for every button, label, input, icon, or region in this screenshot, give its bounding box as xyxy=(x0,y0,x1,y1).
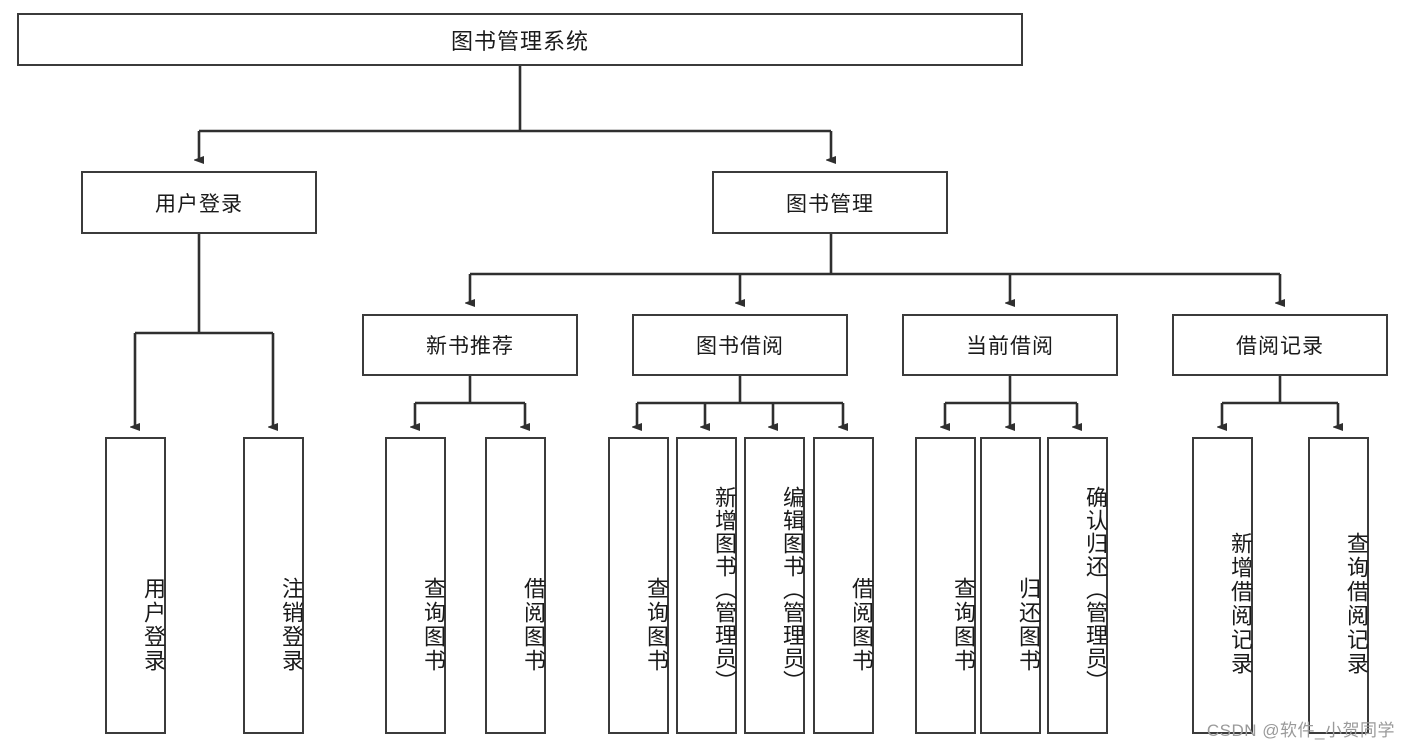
node-label: 确认归还（管理员） xyxy=(1083,486,1108,693)
node-book-borrow[interactable]: 图书借阅 xyxy=(632,314,848,376)
node-label: 借阅图书 xyxy=(849,576,874,673)
leaf-user-login-signout[interactable]: 注销登录 xyxy=(243,437,304,734)
node-label: 归还图书 xyxy=(1016,576,1041,673)
leaf-borrow-borrow-book[interactable]: 借阅图书 xyxy=(813,437,874,734)
leaf-current-return-book[interactable]: 归还图书 xyxy=(980,437,1041,734)
leaf-new-book-borrow[interactable]: 借阅图书 xyxy=(485,437,546,734)
leaf-borrow-edit-book-admin[interactable]: 编辑图书（管理员） xyxy=(744,437,805,734)
node-label: 注销登录 xyxy=(279,576,304,673)
leaf-borrow-add-book-admin[interactable]: 新增图书（管理员） xyxy=(676,437,737,734)
node-current-borrow[interactable]: 当前借阅 xyxy=(902,314,1118,376)
leaf-user-login-signin[interactable]: 用户登录 xyxy=(105,437,166,734)
node-label: 图书管理系统 xyxy=(450,28,589,54)
node-label: 新书推荐 xyxy=(426,335,514,358)
node-label: 查询图书 xyxy=(644,576,669,673)
node-label: 新增图书（管理员） xyxy=(712,486,737,693)
node-label: 编辑图书（管理员） xyxy=(780,486,805,693)
leaf-current-query-book[interactable]: 查询图书 xyxy=(915,437,976,734)
node-label: 用户登录 xyxy=(141,576,166,673)
leaf-record-add-record[interactable]: 新增借阅记录 xyxy=(1192,437,1253,734)
node-label: 借阅记录 xyxy=(1236,335,1324,358)
node-borrow-record[interactable]: 借阅记录 xyxy=(1172,314,1388,376)
node-label: 图书借阅 xyxy=(696,335,784,358)
leaf-new-book-query[interactable]: 查询图书 xyxy=(385,437,446,734)
watermark-text: CSDN @软件_小贺同学 xyxy=(1206,721,1395,740)
node-root-system[interactable]: 图书管理系统 xyxy=(17,13,1023,66)
node-label: 查询图书 xyxy=(421,576,446,673)
node-user-login[interactable]: 用户登录 xyxy=(81,171,317,234)
node-label: 借阅图书 xyxy=(521,576,546,673)
node-label: 查询借阅记录 xyxy=(1344,531,1369,676)
node-book-management[interactable]: 图书管理 xyxy=(712,171,948,234)
leaf-current-confirm-return-admin[interactable]: 确认归还（管理员） xyxy=(1047,437,1108,734)
leaf-borrow-query-book[interactable]: 查询图书 xyxy=(608,437,669,734)
node-label: 用户登录 xyxy=(155,192,243,216)
node-label: 图书管理 xyxy=(786,192,874,216)
node-label: 查询图书 xyxy=(951,576,976,673)
node-new-book-recommend[interactable]: 新书推荐 xyxy=(362,314,578,376)
node-label: 新增借阅记录 xyxy=(1228,531,1253,676)
leaf-record-query-record[interactable]: 查询借阅记录 xyxy=(1308,437,1369,734)
node-label: 当前借阅 xyxy=(966,335,1054,358)
